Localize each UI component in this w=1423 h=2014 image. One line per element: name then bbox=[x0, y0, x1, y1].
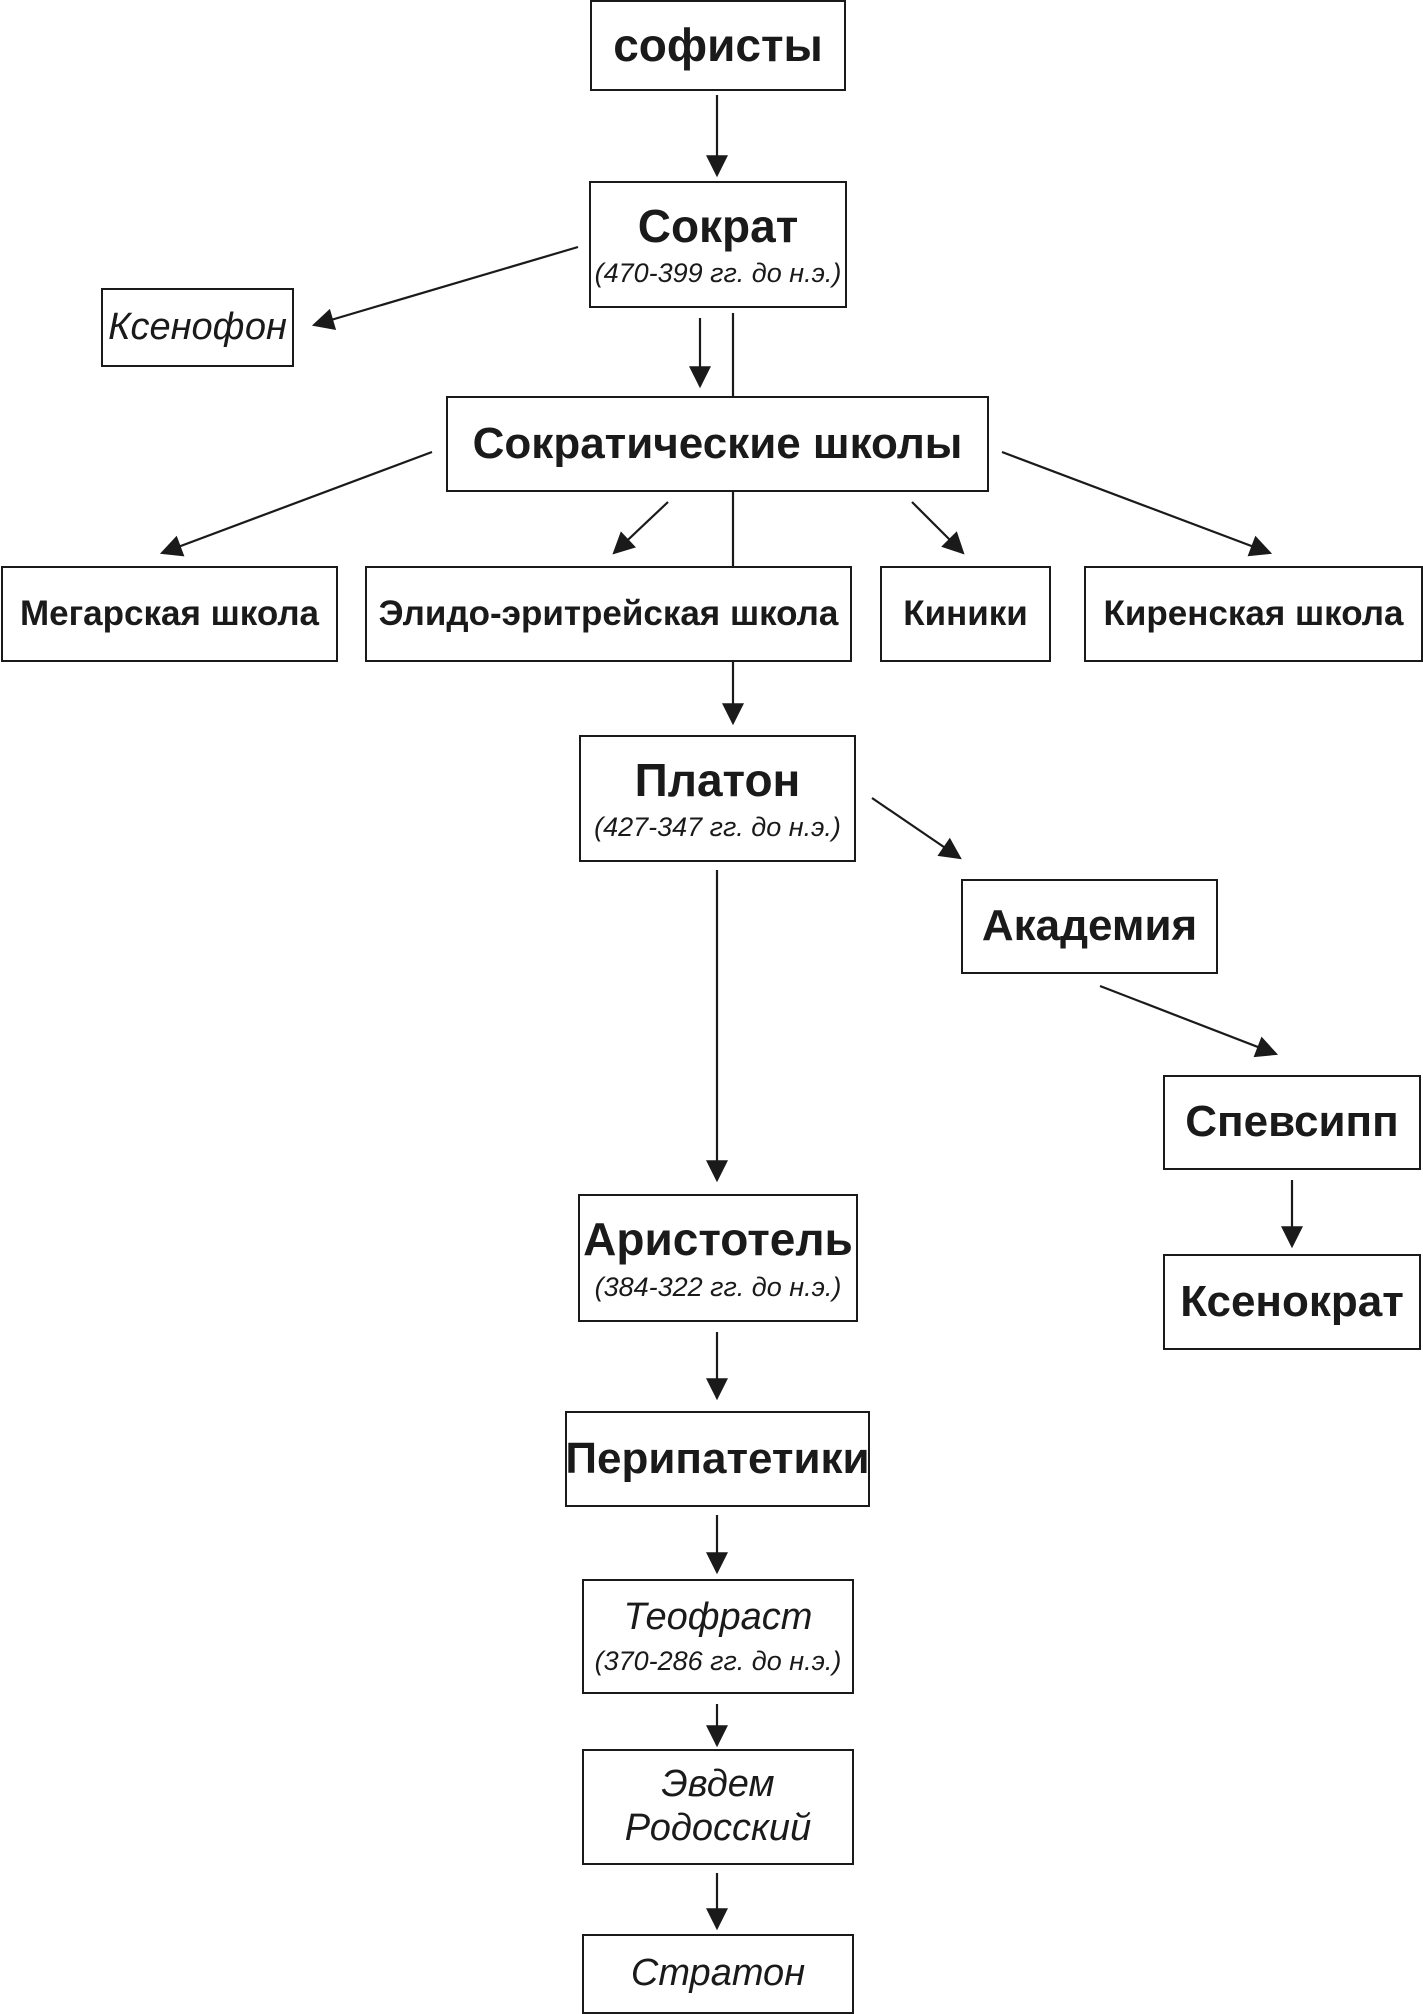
node-strato: Стратон bbox=[582, 1934, 854, 2014]
node-strato-label: Стратон bbox=[630, 1952, 806, 1995]
node-elis-eretria-school-label: Элидо-эритрейская школа bbox=[378, 593, 839, 633]
node-socratic-schools: Сократические школы bbox=[446, 396, 989, 492]
node-socrates-label: Сократ bbox=[637, 199, 799, 252]
node-eudemus-of-rhodes: Эвдем Родосский bbox=[582, 1749, 854, 1865]
node-megarian-school: Мегарская школа bbox=[1, 566, 338, 662]
node-aristotle-dates: (384-322 гг. до н.э.) bbox=[594, 1271, 842, 1302]
node-plato: Платон (427-347 гг. до н.э.) bbox=[579, 735, 856, 862]
edge-plato-academy bbox=[871, 797, 962, 860]
node-xenocrates-label: Ксенократ bbox=[1180, 1276, 1404, 1326]
node-sophists: софисты bbox=[590, 0, 846, 91]
node-megarian-school-label: Мегарская школа bbox=[19, 593, 320, 633]
node-xenophon: Ксенофон bbox=[101, 288, 294, 367]
node-theophrastus-dates: (370-286 гг. до н.э.) bbox=[594, 1645, 842, 1676]
node-theophrastus-label: Теофраст bbox=[623, 1596, 813, 1639]
node-socrates-dates: (470-399 гг. до н.э.) bbox=[594, 258, 842, 289]
node-academy: Академия bbox=[961, 879, 1218, 974]
node-speusippus: Спевсипп bbox=[1163, 1075, 1421, 1170]
edge-socratic-elis bbox=[612, 501, 669, 555]
node-elis-eretria-school: Элидо-эритрейская школа bbox=[365, 566, 852, 662]
node-cyrenaic-school: Киренская школа bbox=[1084, 566, 1423, 662]
node-peripatetics-label: Перипатетики bbox=[565, 1433, 870, 1483]
node-plato-dates: (427-347 гг. до н.э.) bbox=[594, 812, 841, 843]
node-cynics: Киники bbox=[880, 566, 1051, 662]
node-eudemus-line2: Родосский bbox=[624, 1807, 812, 1849]
node-sophists-label: софисты bbox=[613, 19, 823, 72]
node-aristotle-label: Аристотель bbox=[583, 1213, 853, 1266]
node-socratic-schools-label: Сократические школы bbox=[472, 418, 963, 468]
edge-socratic-megarian bbox=[159, 450, 433, 557]
edge-socrates-xenophon bbox=[311, 245, 579, 330]
edge-academy-speusippus bbox=[1099, 984, 1279, 1058]
node-xenocrates: Ксенократ bbox=[1163, 1254, 1421, 1350]
edge-socratic-cyrenaic bbox=[1001, 450, 1273, 557]
node-peripatetics: Перипатетики bbox=[565, 1411, 870, 1507]
node-cyrenaic-school-label: Киренская школа bbox=[1103, 593, 1404, 633]
node-xenophon-label: Ксенофон bbox=[108, 305, 287, 348]
node-academy-label: Академия bbox=[981, 901, 1198, 951]
node-cynics-label: Киники bbox=[903, 593, 1028, 633]
node-eudemus-line1: Эвдем bbox=[661, 1763, 775, 1806]
edge-socratic-cynics bbox=[911, 501, 965, 555]
node-socrates: Сократ (470-399 гг. до н.э.) bbox=[589, 181, 847, 308]
node-aristotle: Аристотель (384-322 гг. до н.э.) bbox=[578, 1194, 858, 1322]
node-plato-label: Платон bbox=[634, 753, 801, 806]
node-speusippus-label: Спевсипп bbox=[1185, 1097, 1399, 1147]
node-theophrastus: Теофраст (370-286 гг. до н.э.) bbox=[582, 1579, 854, 1694]
